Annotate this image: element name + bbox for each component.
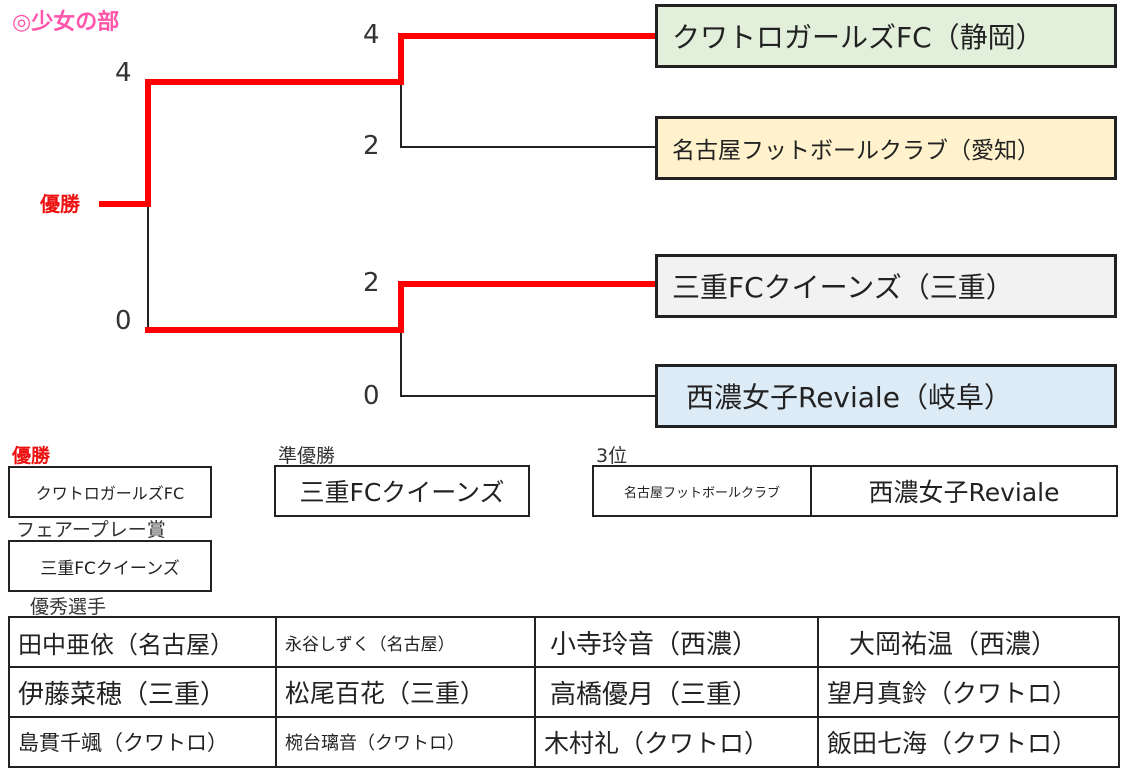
outstanding-players-label: 優秀選手 [30, 596, 107, 618]
runner-up-label: 準優勝 [278, 445, 336, 467]
bracket-line-semi-top-winner [398, 33, 658, 85]
table-row: 伊藤菜穂（三重） 松尾百花（三重） 高橋優月（三重） 望月真鈴（クワトロ） [8, 666, 1120, 718]
runner-up-box: 三重FCクイーンズ [274, 465, 530, 517]
bracket-line-semi-bottom-winner [398, 281, 658, 333]
fair-play-team: 三重FCクイーンズ [40, 558, 180, 579]
third-team-seino: 西濃女子Reviale [868, 478, 1060, 507]
team-name: クワトロガールズFC（静岡） [672, 21, 1044, 54]
player-cell: 永谷しずく（名古屋） [275, 616, 536, 668]
player-cell: 高橋優月（三重） [534, 666, 819, 718]
third-team-nagoya: 名古屋フットボールクラブ [623, 485, 780, 501]
winner-label: 優勝 [12, 445, 51, 467]
winner-box: クワトロガールズFC [8, 466, 212, 518]
runner-up-team: 三重FCクイーンズ [299, 478, 505, 507]
player-cell: 飯田七海（クワトロ） [817, 716, 1120, 768]
player-cell: 望月真鈴（クワトロ） [817, 666, 1120, 718]
bracket-lines [99, 33, 658, 397]
table-row: 島貫千颯（クワトロ） 椀台璃音（クワトロ） 木村礼（クワトロ） 飯田七海（クワト… [8, 716, 1120, 768]
player-cell: 松尾百花（三重） [275, 666, 536, 718]
score-final-bottom: 0 [115, 306, 132, 336]
team-box-quattro: クワトロガールズFC（静岡） [655, 4, 1117, 68]
player-cell: 椀台璃音（クワトロ） [275, 716, 536, 768]
bracket-line-semi-top-loser [400, 81, 656, 148]
player-cell: 島貫千颯（クワトロ） [8, 716, 277, 768]
bracket-line-semi-bottom-loser [400, 329, 656, 397]
outstanding-players-table: 田中亜依（名古屋） 永谷しずく（名古屋） 小寺玲音（西濃） 大岡祐温（西濃） 伊… [8, 616, 1120, 768]
player-cell: 田中亜依（名古屋） [8, 616, 277, 668]
winner-team: クワトロガールズFC [35, 484, 185, 503]
team-box-nagoya: 名古屋フットボールクラブ（愛知） [655, 116, 1117, 180]
third-team-cell: 名古屋フットボールクラブ [594, 467, 810, 515]
score-semi-top-winner: 4 [363, 20, 380, 50]
score-semi-top-loser: 2 [363, 131, 380, 161]
section-title: ◎少女の部 [12, 10, 120, 35]
team-name: 名古屋フットボールクラブ（愛知） [672, 138, 1040, 164]
table-row: 田中亜依（名古屋） 永谷しずく（名古屋） 小寺玲音（西濃） 大岡祐温（西濃） [8, 616, 1120, 668]
fair-play-label: フェアープレー賞 [16, 519, 166, 541]
player-cell: 大岡祐温（西濃） [817, 616, 1120, 668]
champion-label: 優勝 [40, 192, 80, 216]
fair-play-box: 三重FCクイーンズ [8, 540, 212, 592]
team-box-mie: 三重FCクイーンズ（三重） [655, 254, 1117, 318]
third-team-cell: 西濃女子Reviale [810, 467, 1116, 515]
team-name: 西濃女子Reviale（岐阜） [686, 381, 1012, 414]
player-cell: 伊藤菜穂（三重） [8, 666, 277, 718]
score-semi-bottom-loser: 0 [363, 381, 380, 411]
third-place-box: 名古屋フットボールクラブ 西濃女子Reviale [592, 465, 1118, 517]
score-final-top: 4 [115, 58, 132, 88]
player-cell: 小寺玲音（西濃） [534, 616, 819, 668]
score-semi-bottom-winner: 2 [363, 268, 380, 298]
third-label: 3位 [596, 445, 628, 467]
team-box-seino: 西濃女子Reviale（岐阜） [655, 364, 1117, 428]
player-cell: 木村礼（クワトロ） [534, 716, 819, 768]
team-name: 三重FCクイーンズ（三重） [672, 271, 1014, 304]
